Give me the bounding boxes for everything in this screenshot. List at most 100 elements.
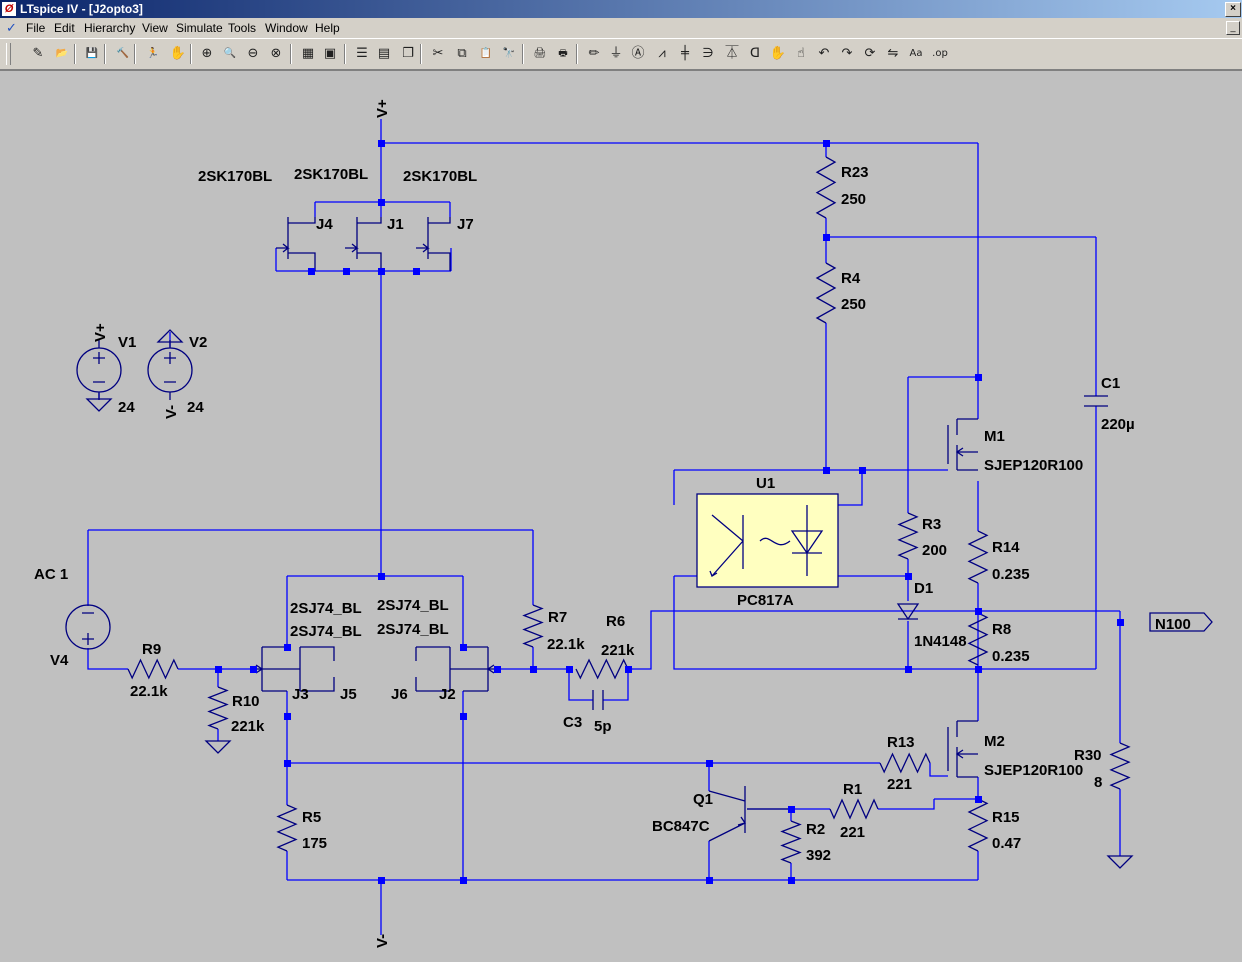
zoom-out-icon[interactable]: ⊖ — [247, 46, 259, 61]
ground-icon[interactable]: ⏚ — [609, 46, 623, 61]
label-j5: J5 — [340, 686, 357, 703]
label-c3: C3 — [563, 714, 582, 731]
menu-view[interactable]: View — [142, 21, 168, 35]
document-icon[interactable]: ✓ — [6, 20, 17, 35]
label-r13: R13 — [887, 734, 915, 751]
label-m1: M1 — [984, 428, 1005, 445]
optocoupler-u1 — [696, 493, 839, 588]
net-label-vminus-v2: V- — [163, 405, 180, 419]
diode-icon[interactable]: ⏄ — [725, 46, 739, 61]
label-u1-model: PC817A — [737, 592, 794, 609]
wire-junction — [975, 796, 982, 803]
mirror-icon[interactable]: ⇋ — [887, 46, 899, 61]
wire-junction — [250, 666, 257, 673]
autorange-icon[interactable]: ▦ — [301, 46, 315, 61]
label-d1: D1 — [914, 580, 933, 597]
toolbar-grip[interactable] — [6, 43, 11, 65]
draw-wire-icon[interactable]: ✏ — [588, 46, 600, 61]
text-icon[interactable]: Aa — [909, 48, 923, 59]
schematic-canvas[interactable]: V+ V- V+ V- N100 2SK170BL 2SK170BL 2SK17… — [0, 70, 1242, 957]
label-r6: R6 — [606, 613, 625, 630]
tile-vertical-icon[interactable]: ▤ — [377, 46, 391, 61]
resistor-icon[interactable]: ⩘ — [658, 46, 666, 61]
zoom-in-icon[interactable]: ⊕ — [201, 46, 213, 61]
label-r15-value: 0.47 — [992, 835, 1021, 852]
resistor-r23 — [815, 156, 837, 219]
menu-file[interactable]: File — [26, 21, 46, 35]
menu-help[interactable]: Help — [315, 21, 340, 35]
component-icon[interactable]: ᗡ — [750, 46, 760, 61]
open-icon[interactable]: 📂 — [55, 48, 69, 59]
wire-junction — [823, 140, 830, 147]
menu-edit[interactable]: Edit — [54, 21, 75, 35]
net-label-vplus-top: V+ — [374, 99, 391, 118]
drag-icon[interactable]: ☝ — [797, 46, 805, 61]
wire — [878, 799, 935, 810]
cut-icon[interactable]: ✂ — [432, 46, 444, 61]
menu-hierarchy[interactable]: Hierarchy — [84, 21, 136, 35]
toolbar-separator — [522, 44, 524, 64]
label-r14-value: 0.235 — [992, 566, 1030, 583]
toolbar-separator — [104, 44, 106, 64]
copy-icon[interactable]: ⧉ — [457, 46, 467, 61]
close-button[interactable]: × — [1225, 2, 1241, 17]
resistor-r6 — [575, 658, 629, 680]
wire — [838, 470, 863, 506]
print-setup-icon[interactable]: 🖨 — [533, 48, 547, 59]
label-r6-value: 221k — [601, 642, 635, 659]
wire — [603, 669, 629, 701]
label-q1-model: BC847C — [652, 818, 710, 835]
label-r3-value: 200 — [922, 542, 947, 559]
cascade-icon[interactable]: ❐ — [402, 46, 414, 61]
undo-icon[interactable]: ↶ — [818, 46, 830, 61]
inductor-icon[interactable]: ∋ — [702, 46, 714, 61]
menu-simulate[interactable]: Simulate — [176, 21, 223, 35]
schematic-drawing[interactable]: V+ V- V+ V- N100 2SK170BL 2SK170BL 2SK17… — [0, 71, 1242, 957]
resistor-r4 — [815, 262, 837, 324]
wire-junction — [378, 573, 385, 580]
control-panel-icon[interactable]: 🔨 — [116, 48, 130, 59]
toolbar-separator — [420, 44, 422, 64]
capacitor-c1 — [1084, 395, 1108, 407]
redo-icon[interactable]: ↷ — [841, 46, 853, 61]
p-jfet-j3-j5 — [254, 646, 335, 692]
ac-source-v4 — [65, 604, 111, 650]
menu-window[interactable]: Window — [265, 21, 308, 35]
wire-junction — [284, 713, 291, 720]
mdi-minimize-button[interactable]: _ — [1226, 21, 1240, 35]
rotate-icon[interactable]: ⟳ — [864, 46, 876, 61]
halt-icon[interactable]: ✋ — [169, 46, 187, 61]
ground-icon — [204, 740, 232, 754]
label-r9: R9 — [142, 641, 161, 658]
label-net-icon[interactable]: Ⓐ — [631, 46, 645, 61]
label-j3: J3 — [292, 686, 309, 703]
label-v1-value: 24 — [118, 399, 135, 416]
wire-junction — [706, 877, 713, 884]
wire-junction — [413, 268, 420, 275]
fit-icon[interactable]: ▣ — [323, 46, 337, 61]
wire-junction — [975, 666, 982, 673]
zoom-cancel-icon[interactable]: ⊗ — [270, 46, 282, 61]
move-icon[interactable]: ✋ — [769, 46, 787, 61]
toolbar-separator — [190, 44, 192, 64]
label-v2: V2 — [189, 334, 207, 351]
wire-junction — [378, 877, 385, 884]
paste-icon[interactable]: 📋 — [479, 48, 493, 59]
label-m1-model: SJEP120R100 — [984, 457, 1083, 474]
run-icon[interactable]: 🏃 — [146, 48, 160, 59]
wire-junction — [308, 268, 315, 275]
capacitor-icon[interactable]: ╪ — [681, 46, 689, 61]
spice-directive-icon[interactable]: .op — [932, 48, 948, 59]
menu-bar: ✓ File Edit Hierarchy View Simulate Tool… — [0, 18, 1242, 38]
new-schematic-icon[interactable]: ✎ — [32, 46, 44, 61]
find-icon[interactable]: 🔭 — [502, 48, 516, 59]
zoom-area-icon[interactable]: 🔍 — [223, 48, 237, 59]
print-icon[interactable]: 🖶 — [558, 48, 568, 59]
resistor-r14 — [967, 530, 989, 584]
label-r1: R1 — [843, 781, 862, 798]
menu-tools[interactable]: Tools — [228, 21, 257, 35]
label-q1: Q1 — [693, 791, 713, 808]
tile-horizontal-icon[interactable]: ☰ — [356, 46, 368, 61]
save-icon[interactable]: 💾 — [85, 48, 99, 59]
label-j4: J4 — [316, 216, 333, 233]
